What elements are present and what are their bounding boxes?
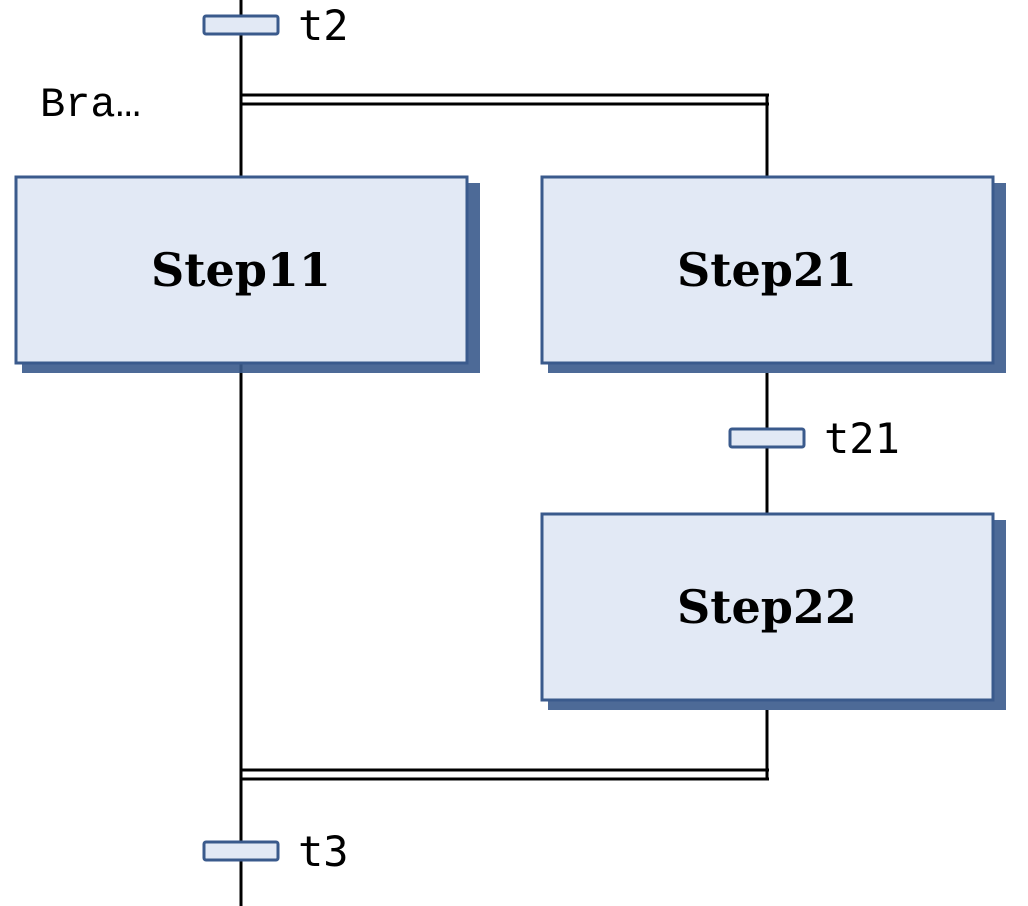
parallel-branch-close (241, 768, 769, 781)
step11-label: Step11 (151, 243, 331, 297)
step-step11[interactable]: Step11 (14, 175, 480, 373)
step22-label: Step22 (677, 580, 857, 634)
parallel-branch-open (241, 93, 769, 106)
transition-t3-label: t3 (298, 827, 349, 876)
transition-t21-label: t21 (824, 414, 900, 463)
transition-t3[interactable] (202, 840, 280, 862)
transition-t21[interactable] (728, 427, 806, 449)
transition-t2[interactable] (202, 14, 280, 36)
transition-t2-label: t2 (298, 1, 349, 50)
step21-label: Step21 (677, 243, 857, 297)
step-step22[interactable]: Step22 (540, 512, 1006, 710)
branch-label: Bra… (40, 81, 141, 129)
step-step21[interactable]: Step21 (540, 175, 1006, 373)
